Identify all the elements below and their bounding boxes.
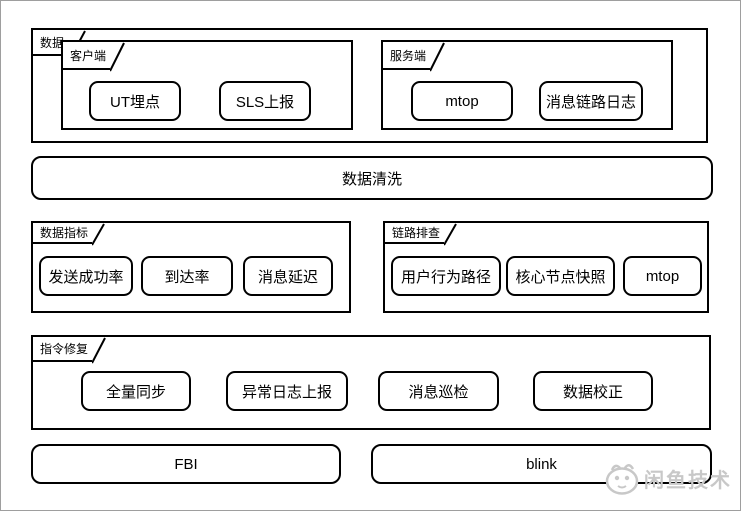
node-core-node-snapshot: 核心节点快照 [506,256,615,296]
node-user-behavior-path: 用户行为路径 [391,256,501,296]
instruction-repair-folder: 指令修复 全量同步 异常日志上报 消息巡检 数据校正 [31,335,711,430]
server-folder-tab: 服务端 [381,40,446,72]
node-data-correction: 数据校正 [533,371,653,411]
fish-logo-icon [605,464,639,495]
node-fbi: FBI [31,444,341,484]
instruction-repair-folder-tab: 指令修复 [31,335,107,364]
node-message-inspection: 消息巡检 [378,371,499,411]
node-message-link-log: 消息链路日志 [539,81,643,121]
node-arrival-rate: 到达率 [141,256,233,296]
data-collection-tab-label: 数据 [31,30,71,56]
client-folder-tab: 客户端 [61,40,126,72]
xianyu-tech-watermark: 闲鱼技术 [600,459,732,497]
node-mtop-trace: mtop [623,256,702,296]
metrics-folder: 数据指标 发送成功率 到达率 消息延迟 [31,221,351,313]
link-trace-folder-tab: 链路排查 [383,221,458,246]
client-folder-tab-label: 客户端 [61,42,111,70]
link-trace-folder-tab-label: 链路排查 [383,223,445,244]
node-sls-report: SLS上报 [219,81,311,121]
tab-slant-icon [110,42,125,72]
link-trace-folder: 链路排查 用户行为路径 核心节点快照 mtop [383,221,709,313]
metrics-folder-tab: 数据指标 [31,221,106,246]
node-blink: blink [371,444,712,484]
node-message-delay: 消息延迟 [243,256,333,296]
tab-slant-icon [92,337,106,364]
node-data-cleaning: 数据清洗 [31,156,713,200]
node-full-sync: 全量同步 [81,371,191,411]
watermark-text: 闲鱼技术 [644,469,732,492]
tab-slant-icon [92,223,105,246]
instruction-repair-folder-tab-label: 指令修复 [31,337,93,362]
node-ut-tracking: UT埋点 [89,81,181,121]
tab-slant-icon [444,223,457,246]
metrics-folder-tab-label: 数据指标 [31,223,93,244]
node-send-success-rate: 发送成功率 [39,256,133,296]
node-abnormal-log-report: 异常日志上报 [226,371,348,411]
server-folder: 服务端 mtop 消息链路日志 [381,40,673,130]
tab-slant-icon [430,42,445,72]
node-mtop: mtop [411,81,513,121]
client-folder: 客户端 UT埋点 SLS上报 [61,40,353,130]
server-folder-tab-label: 服务端 [381,42,431,70]
